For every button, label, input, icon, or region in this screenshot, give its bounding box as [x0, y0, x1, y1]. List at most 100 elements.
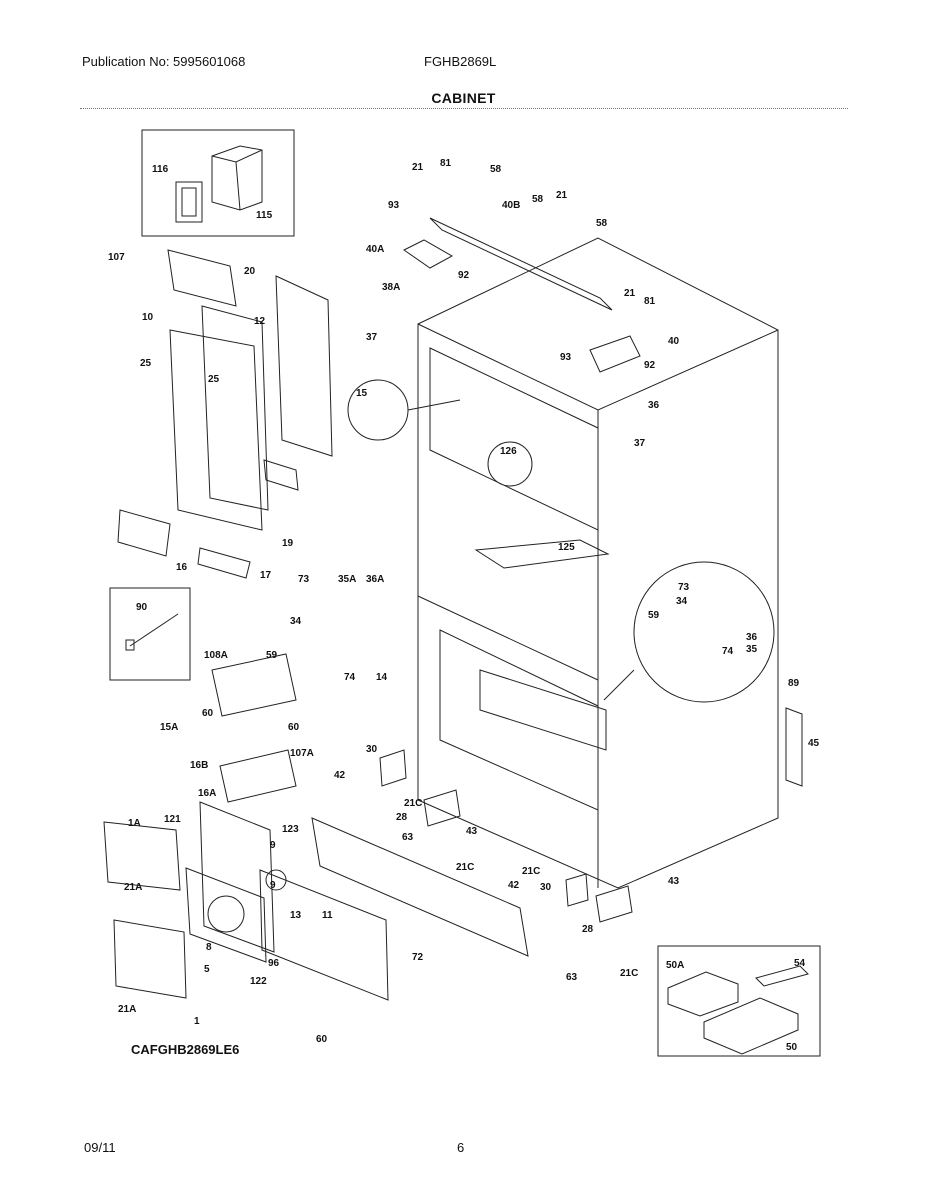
part-liner-12 — [201, 305, 269, 511]
part-cover-107 — [167, 249, 237, 307]
callout: 13 — [290, 910, 302, 921]
callout: 10 — [142, 312, 154, 323]
callout: 16A — [198, 788, 216, 799]
part-rail-40B — [429, 217, 613, 311]
callout: 1A — [128, 818, 141, 829]
part-grille-72 — [311, 817, 529, 957]
part-shelf-125 — [474, 539, 610, 569]
callout: 92 — [644, 360, 656, 371]
part-harness-90 — [129, 613, 179, 647]
callout: 37 — [366, 332, 378, 343]
callout: 21C — [456, 862, 474, 873]
model-number: FGHB2869L — [424, 54, 497, 69]
callout: 45 — [808, 738, 820, 749]
callout: 1 — [194, 1016, 200, 1027]
part-housing-115 — [211, 145, 263, 211]
callout: 19 — [282, 538, 294, 549]
part-housing-1 — [113, 919, 187, 999]
callout: 74 — [344, 672, 356, 683]
part-fan-shroud-122 — [185, 867, 267, 963]
footer-date: 09/11 — [84, 1140, 116, 1155]
callout: 60 — [202, 708, 214, 719]
callout: 21 — [412, 162, 424, 173]
callout: 37 — [634, 438, 646, 449]
part-hinge-43 — [423, 789, 461, 827]
callout: 21C — [620, 968, 638, 979]
callout: 125 — [558, 542, 575, 553]
callout: 34 — [676, 596, 688, 607]
part-cover-54 — [755, 965, 809, 987]
callout: 126 — [500, 446, 517, 457]
callout: 21 — [556, 190, 568, 201]
part-cover-40A — [403, 239, 454, 269]
callout: 12 — [254, 316, 266, 327]
callout: 5 — [204, 964, 210, 975]
part-trim-17 — [197, 547, 251, 579]
callout: 43 — [466, 826, 478, 837]
header-divider — [80, 108, 848, 109]
part-control-50A — [667, 971, 739, 1017]
callout: 93 — [560, 352, 572, 363]
part-housing-108A — [211, 653, 297, 717]
callout: 30 — [366, 744, 378, 755]
callout: 40B — [502, 200, 520, 211]
callout: 73 — [678, 582, 690, 593]
part-door-107A — [219, 749, 297, 803]
callout: 34 — [290, 616, 302, 627]
callout: 58 — [596, 218, 608, 229]
part-cover-40 — [589, 335, 641, 373]
part-panel-11 — [259, 869, 389, 1001]
callout: 14 — [376, 672, 388, 683]
inset-box-harness — [109, 587, 191, 681]
callout: 50A — [666, 960, 684, 971]
callout: 42 — [508, 880, 520, 891]
callout: 21A — [124, 882, 142, 893]
callout: 72 — [412, 952, 424, 963]
callout: 35 — [746, 644, 758, 655]
callout: 89 — [788, 678, 800, 689]
callout: 73 — [298, 574, 310, 585]
part-gear-19 — [263, 459, 299, 491]
cabinet-shell — [417, 237, 779, 889]
detail-circle-hinge — [633, 561, 775, 703]
callout: 58 — [490, 164, 502, 175]
callout: 42 — [334, 770, 346, 781]
callout: 35A — [338, 574, 356, 585]
part-gasket-116 — [175, 181, 203, 223]
part-bracket-89 — [785, 707, 803, 787]
part-panel-20 — [275, 275, 333, 457]
callout: 25 — [208, 374, 220, 385]
callout: 43 — [668, 876, 680, 887]
callout: 11 — [322, 910, 333, 921]
callout: 15 — [356, 388, 368, 399]
part-panel-124 — [479, 669, 607, 751]
callout: 9 — [270, 880, 276, 891]
part-bracket-30-right — [565, 873, 589, 907]
callout: 121 — [164, 814, 181, 825]
callout: 115 — [256, 210, 273, 221]
callout: 38A — [382, 282, 400, 293]
callout: 60 — [288, 722, 300, 733]
callout: 63 — [402, 832, 414, 843]
callout: 36A — [366, 574, 384, 585]
part-control-50 — [703, 997, 799, 1055]
callout: 8 — [206, 942, 212, 953]
callout: 54 — [794, 958, 806, 969]
page-number: 6 — [457, 1140, 465, 1155]
part-fan-96 — [207, 895, 245, 933]
part-housing-1A — [103, 821, 181, 891]
callout: 81 — [440, 158, 452, 169]
callout: 123 — [282, 824, 299, 835]
detail-circle-126 — [487, 441, 533, 487]
callout: 17 — [260, 570, 272, 581]
callout: 21C — [404, 798, 422, 809]
callout: 28 — [582, 924, 594, 935]
callout: 30 — [540, 882, 552, 893]
part-bracket-30 — [379, 749, 407, 787]
callout: 58 — [532, 194, 544, 205]
callout: 60 — [316, 1034, 328, 1045]
diagram-code: CAFGHB2869LE6 — [131, 1042, 240, 1057]
callout: 36 — [746, 632, 758, 643]
callout: 108A — [204, 650, 228, 661]
callout: 50 — [786, 1042, 798, 1053]
